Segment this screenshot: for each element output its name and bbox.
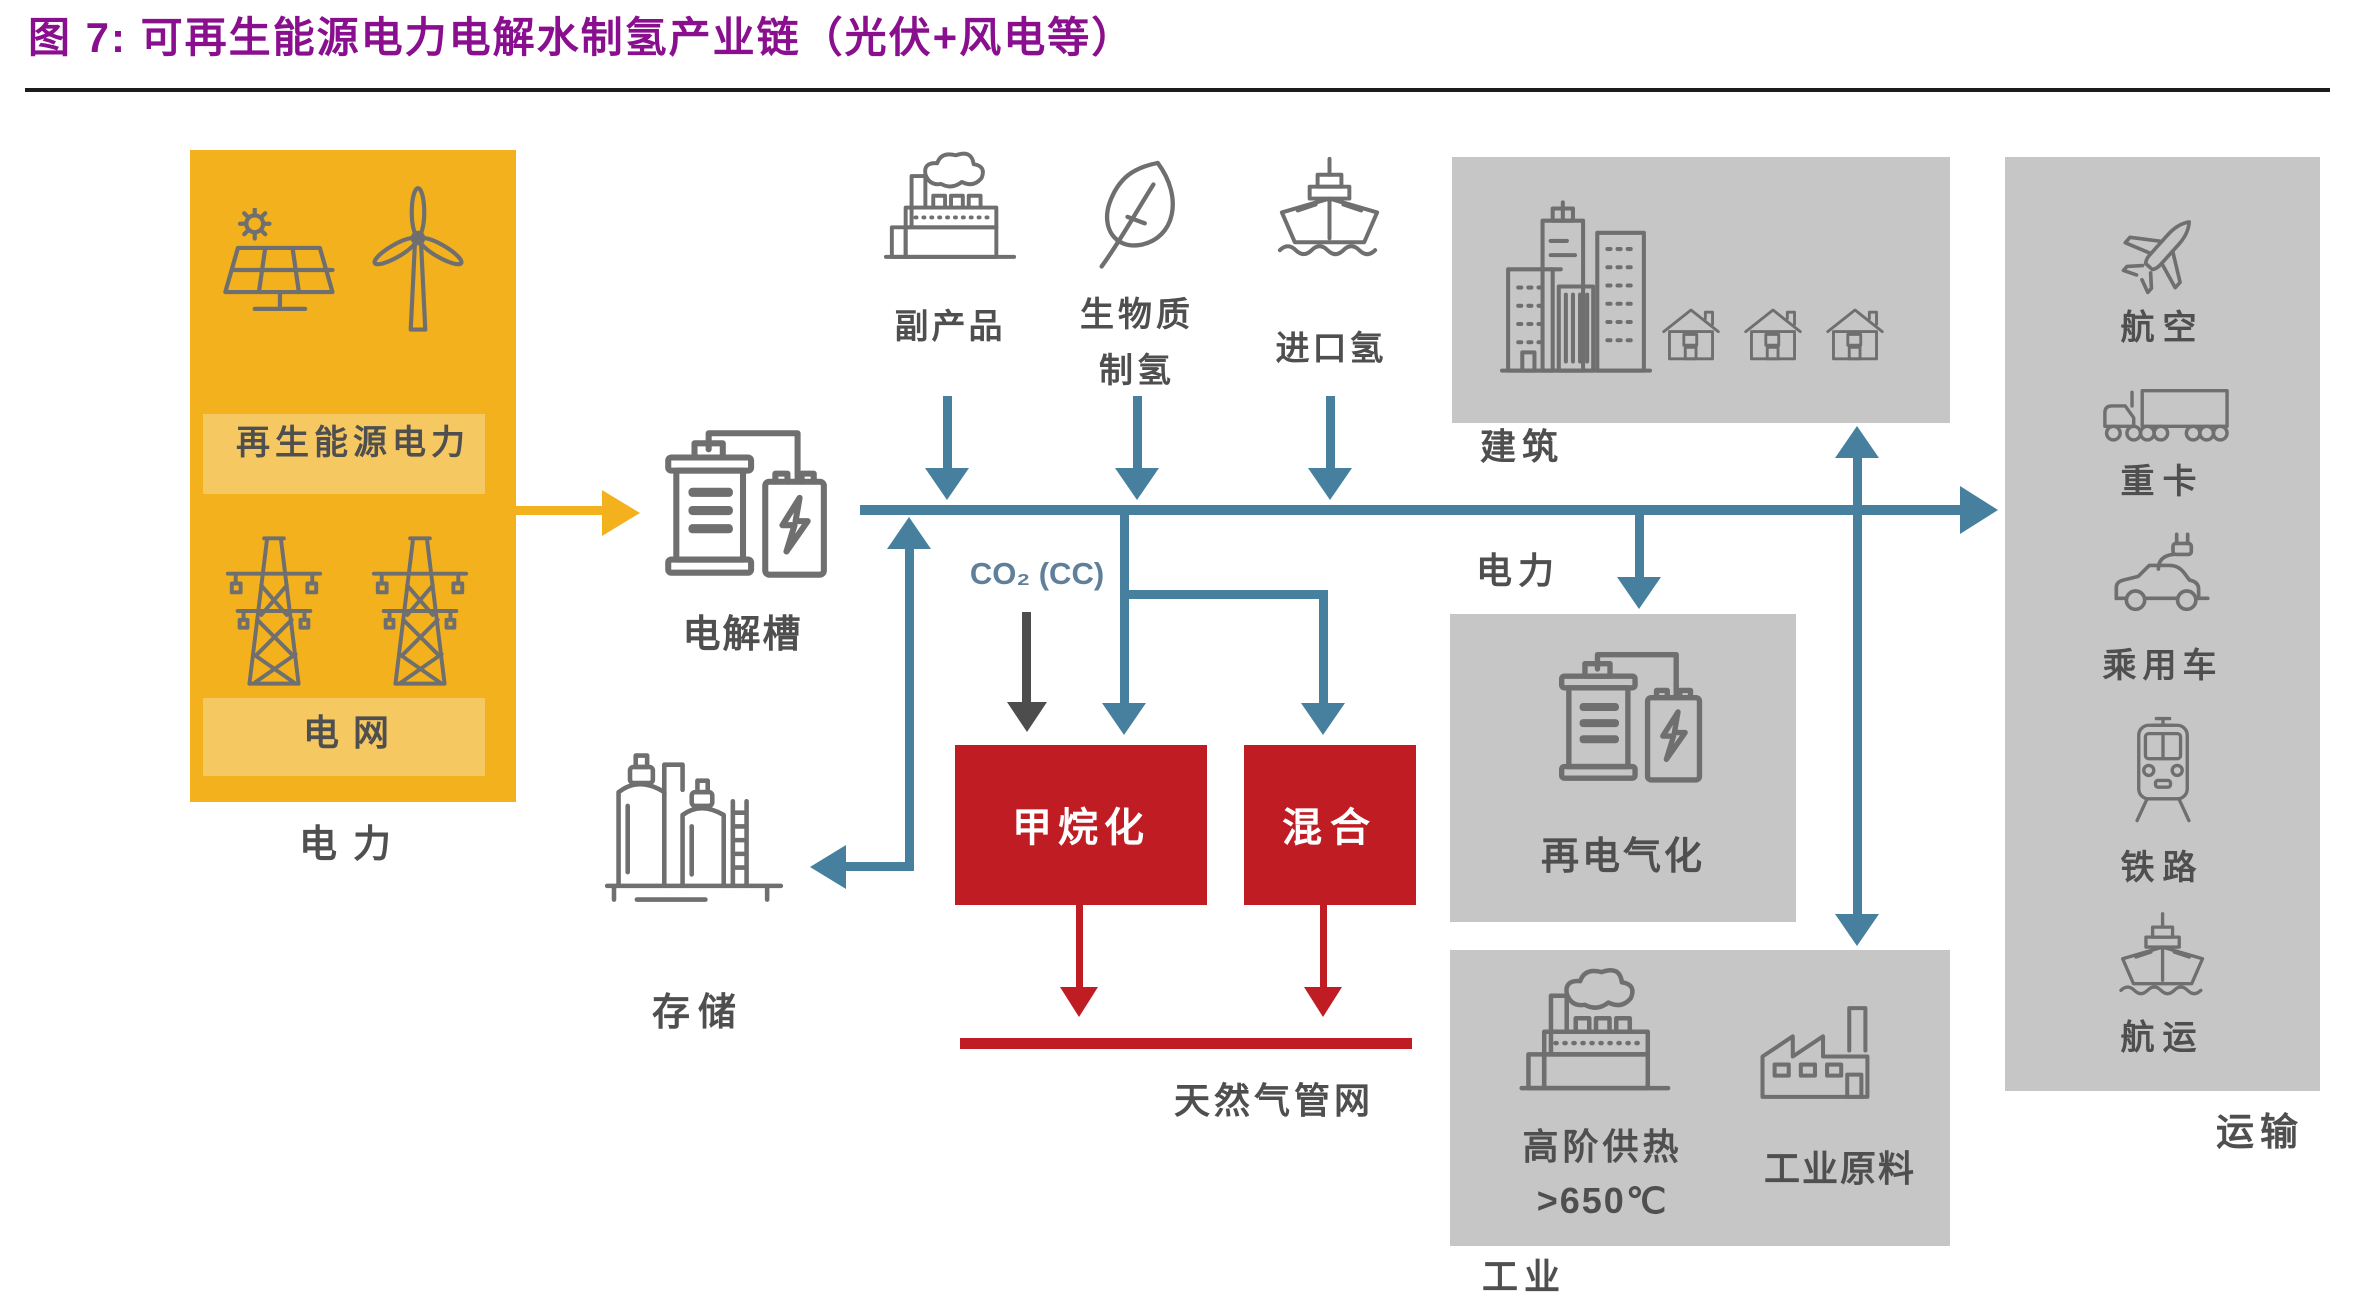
- arrowhead-down: [1304, 987, 1342, 1017]
- title-divider: [25, 88, 2330, 92]
- solar-panel-icon: [212, 208, 350, 332]
- transport-label: 运输: [2215, 1112, 2304, 1154]
- transport-panel: 航空 重卡 乘用车: [2005, 157, 2320, 1091]
- high-heat-label-line2: >650℃: [1536, 1180, 1669, 1221]
- arrowhead-down: [925, 468, 969, 500]
- imported-h2-label: 进口氢: [1275, 330, 1387, 368]
- high-heat-label-line1: 高阶供热: [1522, 1126, 1683, 1167]
- biomass-leaf-icon: [1078, 150, 1190, 274]
- transmission-tower-icon: [366, 524, 474, 696]
- arrowhead-right: [1960, 486, 1998, 534]
- shipping-label: 航运: [2120, 1019, 2205, 1057]
- renewable-label-band: [203, 414, 485, 494]
- buildings-label: 建筑: [1479, 426, 1564, 467]
- arrowhead-down: [1007, 702, 1047, 732]
- airplane-icon: [2113, 201, 2213, 301]
- truck-icon: [2093, 373, 2233, 455]
- house-icon: [1740, 293, 1806, 373]
- arrowhead-down: [1301, 703, 1345, 735]
- industry-label: 工业: [1481, 1256, 1566, 1297]
- wind-turbine-icon: [358, 184, 478, 340]
- reelectrification-label: 再电气化: [1540, 836, 1705, 878]
- buildings-box: [1452, 157, 1950, 423]
- rail-label: 铁路: [2120, 849, 2205, 887]
- co2-label: CO₂ (CC): [969, 556, 1105, 591]
- arrowhead-down: [1835, 914, 1879, 946]
- industry-box: 高阶供热 >650℃ 工业原料: [1450, 950, 1950, 1246]
- ship-icon: [2111, 907, 2215, 1003]
- methanation-label: 甲烷化: [1012, 806, 1150, 850]
- storage-tanks-icon: [598, 726, 798, 944]
- renewable-power-label: 再生能源电力: [236, 424, 470, 462]
- arrowhead-down: [1060, 987, 1098, 1017]
- blending-label: 混合: [1282, 806, 1378, 850]
- fuel-cell-icon: [1542, 642, 1712, 798]
- electrolyzer-icon: [646, 420, 838, 594]
- biomass-label-line2: 制氢: [1099, 352, 1175, 390]
- grid-label: 电网: [302, 712, 403, 753]
- byproduct-label: 副产品: [894, 308, 1006, 346]
- arrowhead-down: [1617, 577, 1661, 609]
- heavy-truck-label: 重卡: [2120, 463, 2205, 501]
- high-heat-factory-icon: [1508, 962, 1684, 1114]
- power-right-label: 电力: [1475, 550, 1560, 591]
- transmission-tower-icon: [220, 524, 328, 696]
- arrowhead-left: [810, 845, 846, 889]
- gas-pipeline-label: 天然气管网: [1173, 1080, 1374, 1121]
- byproduct-factory-icon: [882, 146, 1020, 280]
- import-ship-icon: [1268, 148, 1392, 268]
- house-icon: [1658, 293, 1724, 373]
- arrowhead-right: [602, 490, 640, 536]
- figure-title: 图 7: 可再生能源电力电解水制氢产业链（光伏+风电等）: [28, 14, 1136, 61]
- blending-box: 混合: [1244, 745, 1416, 905]
- feedstock-factory-icon: [1745, 998, 1893, 1114]
- city-buildings-icon: [1500, 189, 1652, 379]
- arrowhead-down: [1102, 703, 1146, 735]
- passenger-car-label: 乘用车: [2102, 647, 2223, 685]
- train-icon: [2117, 713, 2209, 827]
- grid-label-band: [203, 698, 485, 776]
- feedstock-label: 工业原料: [1763, 1148, 1916, 1189]
- electric-car-icon: [2105, 527, 2220, 623]
- arrowhead-down: [1115, 468, 1159, 500]
- power-left-label: 电力: [298, 824, 407, 866]
- power-source-box: 再生能源电力 电网: [190, 150, 516, 802]
- arrowhead-up: [887, 517, 931, 549]
- house-icon: [1822, 293, 1888, 373]
- electrolyzer-label: 电解槽: [682, 614, 803, 656]
- methanation-box: 甲烷化: [955, 745, 1207, 905]
- biomass-label-line1: 生物质: [1080, 296, 1194, 334]
- storage-label: 存储: [651, 992, 744, 1034]
- gas-pipeline-line: [960, 1038, 1412, 1049]
- arrowhead-down: [1308, 468, 1352, 500]
- reelectrification-box: 再电气化: [1450, 614, 1796, 922]
- arrowhead-up: [1835, 426, 1879, 458]
- aviation-label: 航空: [2120, 309, 2205, 347]
